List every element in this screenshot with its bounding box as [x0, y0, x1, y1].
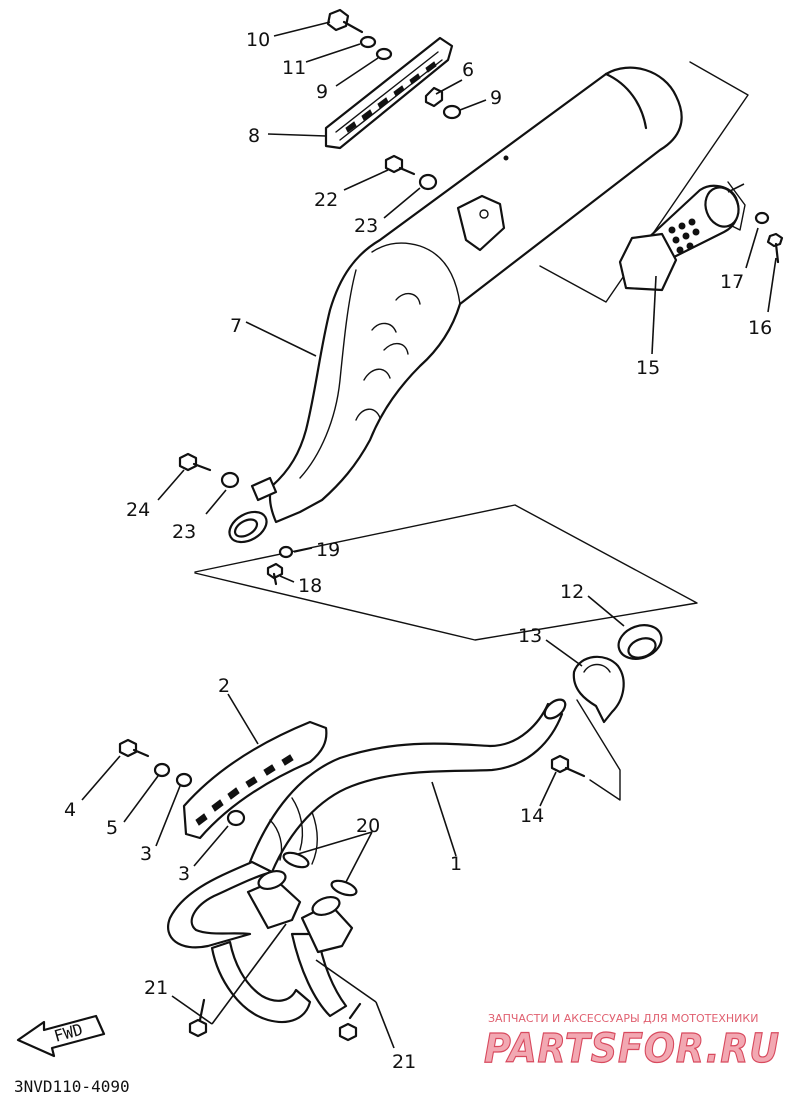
assembly-frame-joint [576, 699, 621, 801]
assembly-frame-muffler [539, 61, 749, 303]
callout-9-b: 9 [490, 87, 502, 109]
washer-17 [754, 211, 770, 225]
gasket-13 [572, 655, 625, 724]
callout-4: 4 [64, 799, 76, 821]
collar-3-lower [226, 809, 246, 827]
fwd-arrow: FWD [16, 1014, 106, 1058]
callout-13: 13 [518, 625, 542, 647]
bolt-10 [326, 8, 364, 34]
exhaust-pipe [167, 698, 567, 1024]
muffler-body [268, 66, 683, 524]
gasket-20-a [282, 851, 310, 869]
watermark: ЗАПЧАСТИ И АКСЕССУАРЫ ДЛЯ МОТОТЕХНИКИ PA… [483, 1012, 780, 1073]
callout-21-a: 21 [144, 977, 168, 999]
gasket-20-b [330, 879, 358, 897]
callout-5: 5 [106, 817, 118, 839]
callout-10: 10 [246, 29, 270, 51]
bolt-14 [550, 754, 586, 778]
callout-3-a: 3 [140, 843, 152, 865]
screw-18 [266, 562, 284, 586]
screw-16 [766, 232, 784, 264]
callout-1: 1 [450, 853, 462, 875]
watermark-tagline: ЗАПЧАСТИ И АКСЕССУАРЫ ДЛЯ МОТОТЕХНИКИ [488, 1012, 758, 1025]
callout-3-b: 3 [178, 863, 190, 885]
fwd-label: FWD [52, 1020, 85, 1046]
callout-20: 20 [356, 815, 380, 837]
callout-11: 11 [282, 57, 306, 79]
part-code: 3NVD110-4090 [14, 1077, 130, 1096]
callout-21-b: 21 [392, 1051, 416, 1073]
callout-14: 14 [520, 805, 544, 827]
callout-23-a: 23 [354, 215, 378, 237]
callout-23-b: 23 [172, 521, 196, 543]
washer-5 [153, 762, 171, 778]
callout-16: 16 [748, 317, 772, 339]
leader-lines [81, 21, 777, 1049]
callout-2: 2 [218, 675, 230, 697]
screw-4 [118, 738, 150, 758]
callout-24: 24 [126, 499, 150, 521]
callout-8: 8 [248, 125, 260, 147]
callout-15: 15 [636, 357, 660, 379]
callout-9-a: 9 [316, 81, 328, 103]
bolt-24 [178, 452, 212, 472]
muffler-inlet-collar [228, 476, 278, 544]
washer-11 [359, 35, 377, 49]
bolt-22 [384, 154, 416, 176]
washer-23-upper [418, 173, 438, 191]
upper-heat-protector [324, 36, 454, 150]
callout-18: 18 [298, 575, 322, 597]
callout-6: 6 [462, 59, 474, 81]
callout-7: 7 [230, 315, 242, 337]
assembly-frame-silencer-group [194, 504, 698, 641]
muffler-bracket [456, 194, 506, 252]
washer-23-lower [220, 471, 240, 489]
collar-3-upper [175, 772, 193, 788]
callout-19: 19 [316, 539, 340, 561]
watermark-logo: PARTSFOR.RU [484, 1026, 780, 1072]
nut-19 [278, 545, 294, 559]
nut-21-right [338, 1002, 362, 1042]
nut-6 [424, 86, 444, 108]
callout-12: 12 [560, 581, 584, 603]
joint-12 [617, 624, 663, 660]
callout-22: 22 [314, 189, 338, 211]
callout-17: 17 [720, 271, 744, 293]
washer-9-right [442, 104, 462, 120]
silencer-inner-pipe [618, 184, 740, 292]
lower-heat-protector [182, 720, 328, 840]
washer-9-top [375, 47, 393, 61]
callouts: 10 11 9 6 9 8 22 23 7 17 16 15 24 23 19 … [64, 29, 772, 1073]
